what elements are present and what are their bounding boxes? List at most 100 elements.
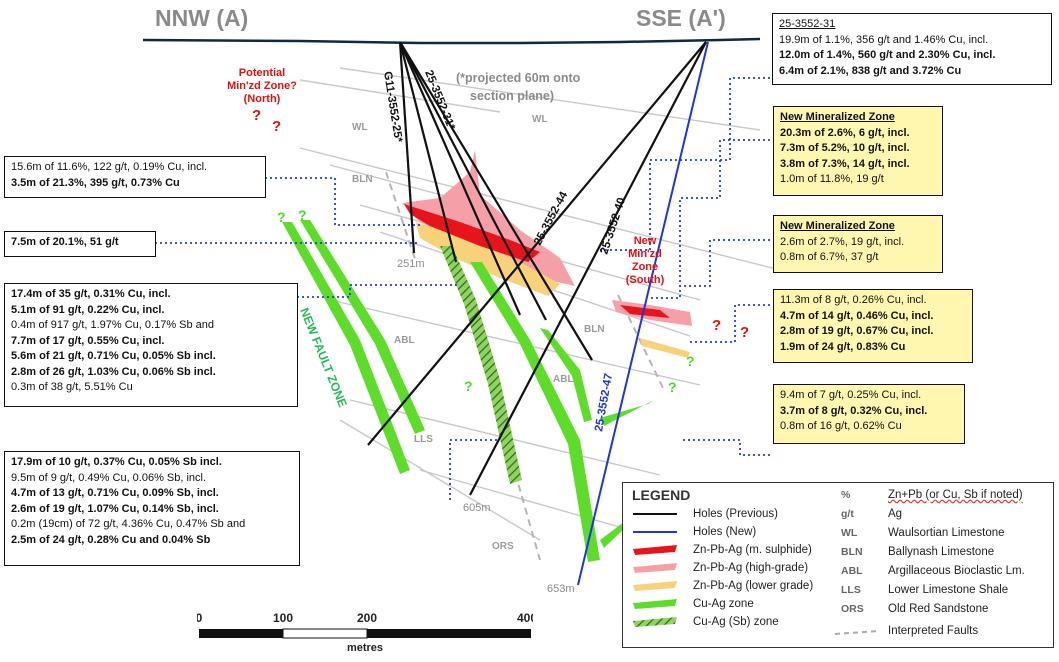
legend-desc: Argillaceous Bioclastic Lm. (888, 565, 1025, 577)
unit-labels: WL WL BLN BLN ABL ABL LLS ORS (352, 114, 605, 552)
callout-left-3: 17.4m of 35 g/t, 0.31% Cu, incl. 5.1m of… (4, 283, 298, 407)
cu-ag-swatch (631, 597, 679, 611)
callout-line: 2.8m of 26 g/t, 1.03% Cu, 0.06% Sb incl. (11, 365, 216, 378)
callout-line: 11.3m of 8 g/t, 0.26% Cu, incl. (780, 294, 927, 306)
hole-label-new: 25-3552-47 (593, 373, 615, 433)
callout-line: 1.9m of 24 g/t, 0.83% Cu (780, 340, 906, 353)
stratigraphy-lines (299, 67, 781, 541)
callout-line: 4.7m of 14 g/t, 0.46% Cu, incl. (780, 309, 934, 322)
legend-label: Cu-Ag zone (693, 598, 754, 610)
legend-item: Zn-Pb-Ag (high-grade) (631, 559, 808, 577)
legend-abbr: % (841, 489, 851, 501)
callout-line: 12.0m of 1.4%, 560 g/t and 2.30% Cu, inc… (779, 49, 996, 61)
north-zone-label-3: (North) (244, 93, 281, 105)
callout-new-zone-1: New Mineralized Zone 20.3m of 2.6%, 6 g/… (773, 106, 943, 196)
cu-ag-band-east (540, 328, 592, 422)
legend-desc: Waulsortian Limestone (888, 527, 1005, 539)
fault-zone-band-2 (300, 220, 425, 434)
legend-label: Holes (Previous) (693, 508, 778, 520)
legend-abbr: ABL (841, 565, 863, 577)
legend-item: Cu-Ag zone (631, 595, 754, 613)
callout-title: 25-3552-31 (779, 18, 836, 30)
legend-item: Holes (Previous) (631, 505, 778, 523)
callout-line: 7.5m of 20.1%, 51 g/t (11, 236, 119, 248)
callout-new-zone-2: New Mineralized Zone 2.6m of 2.7%, 19 g/… (773, 215, 943, 273)
sulphide-swatch (631, 543, 679, 557)
unit-label-abl: ABL (553, 374, 574, 385)
high-grade-swatch (631, 561, 679, 575)
callout-hole-31: 25-3552-31 19.9m of 1.1%, 356 g/t and 1.… (772, 13, 1052, 85)
south-zone-label-2: Min'zd (628, 248, 662, 260)
scale-bar: 0 100 200 400 metres (196, 608, 538, 654)
depth-label: 251m (397, 258, 425, 270)
projection-note-2: section plane) (470, 89, 554, 103)
question-mark: ? (272, 118, 281, 135)
unit-label-abl: ABL (394, 335, 415, 346)
legend-item: Zn-Pb-Ag (m. sulphide) (631, 541, 812, 559)
depth-label: 653m (547, 583, 575, 595)
legend-label: Zn-Pb-Ag (m. sulphide) (693, 544, 812, 556)
legend-label: Holes (New) (693, 526, 757, 538)
question-mark: ? (712, 317, 721, 334)
callout-right-4: 9.4m of 7 g/t, 0.25% Cu, incl. 3.7m of 8… (773, 384, 965, 444)
scale-tick: 100 (273, 611, 293, 625)
legend-desc: Zn+Pb (or Cu, Sb if noted) (888, 489, 1023, 501)
callout-line: 5.1m of 91 g/t, 0.22% Cu, incl. (11, 303, 165, 316)
callout-line: 6.4m of 2.1%, 838 g/t and 3.72% Cu (779, 64, 962, 77)
north-zone-label-2: Min'zd Zone? (227, 80, 297, 92)
cu-ag-band-south-1 (600, 400, 654, 426)
callout-line: 0.4m of 917 g/t, 1.97% Cu, 0.17% Sb and (11, 319, 215, 331)
callout-line: 2.6m of 19 g/t, 1.07% Cu, 0.14% Sb, incl… (11, 502, 219, 515)
hole-label: G11-3552-25* (381, 71, 404, 144)
question-mark: ? (668, 379, 677, 395)
unit-label-bln: BLN (584, 324, 605, 335)
callout-line: 19.9m of 1.1%, 356 g/t and 1.46% Cu, inc… (779, 33, 989, 46)
scale-tick: 200 (357, 611, 377, 625)
scale-tick: 400 (517, 611, 533, 625)
legend-abbr: ORS (841, 603, 864, 615)
depth-labels: 251m 605m 653m (397, 258, 575, 595)
unit-label-wl: WL (532, 114, 548, 125)
lower-grade-swatch (631, 579, 679, 593)
legend: LEGEND Holes (Previous) Holes (New) Zn-P… (622, 482, 1054, 648)
south-zone-sulphide (620, 305, 670, 318)
callout-line: 17.4m of 35 g/t, 0.31% Cu, incl. (11, 288, 171, 300)
south-zone-lower-grade (640, 338, 690, 358)
callout-left-4: 17.9m of 10 g/t, 0.37% Cu, 0.05% Sb incl… (4, 451, 300, 566)
legend-item: Holes (New) (631, 523, 756, 541)
question-mark: ? (298, 207, 307, 223)
callout-line: 15.6m of 11.6%, 122 g/t, 0.19% Cu, incl. (11, 161, 208, 173)
section-start-label: NNW (A) (155, 5, 248, 31)
hole-previous-swatch (631, 507, 679, 521)
callout-line: 5.6m of 21 g/t, 0.71% Cu, 0.05% Sb incl. (11, 350, 216, 362)
legend-item: Cu-Ag (Sb) zone (631, 613, 779, 631)
callout-title: New Mineralized Zone (780, 111, 895, 123)
unit-label-bln: BLN (352, 174, 373, 185)
callout-left-1: 15.6m of 11.6%, 122 g/t, 0.19% Cu, incl.… (4, 156, 266, 198)
legend-abbr: g/t (841, 508, 854, 520)
legend-label: Zn-Pb-Ag (high-grade) (693, 562, 809, 574)
legend-desc: Ballynash Limestone (888, 546, 995, 558)
legend-abbr: LLS (841, 584, 861, 596)
north-zone-label: Potential (239, 67, 285, 79)
question-marks-red: ? ? ? ? (252, 107, 749, 341)
callout-line: 2.5m of 24 g/t, 0.28% Cu and 0.04% Sb (11, 533, 211, 546)
drill-holes-previous (367, 41, 707, 496)
legend-desc: Old Red Sandstone (888, 603, 989, 615)
callout-line: 7.7m of 17 g/t, 0.55% Cu, incl. (11, 334, 165, 347)
question-mark: ? (740, 324, 749, 341)
south-zone-label-3: Zone (632, 261, 658, 273)
section-end-label: SSE (A') (636, 5, 726, 31)
unit-label-ors: ORS (492, 541, 514, 552)
callout-line: 0.3m of 38 g/t, 5.51% Cu (11, 381, 133, 393)
ground-surface (142, 37, 761, 45)
callout-line: 17.9m of 10 g/t, 0.37% Cu, 0.05% Sb incl… (11, 456, 222, 468)
legend-abbr: BLN (841, 546, 863, 558)
drill-hole-new (577, 41, 709, 586)
south-zone-label-4: (South) (626, 274, 665, 286)
cu-ag-sb-band-1 (440, 246, 522, 484)
unit-label-lls: LLS (414, 434, 433, 445)
cu-ag-sb-swatch (631, 615, 679, 629)
